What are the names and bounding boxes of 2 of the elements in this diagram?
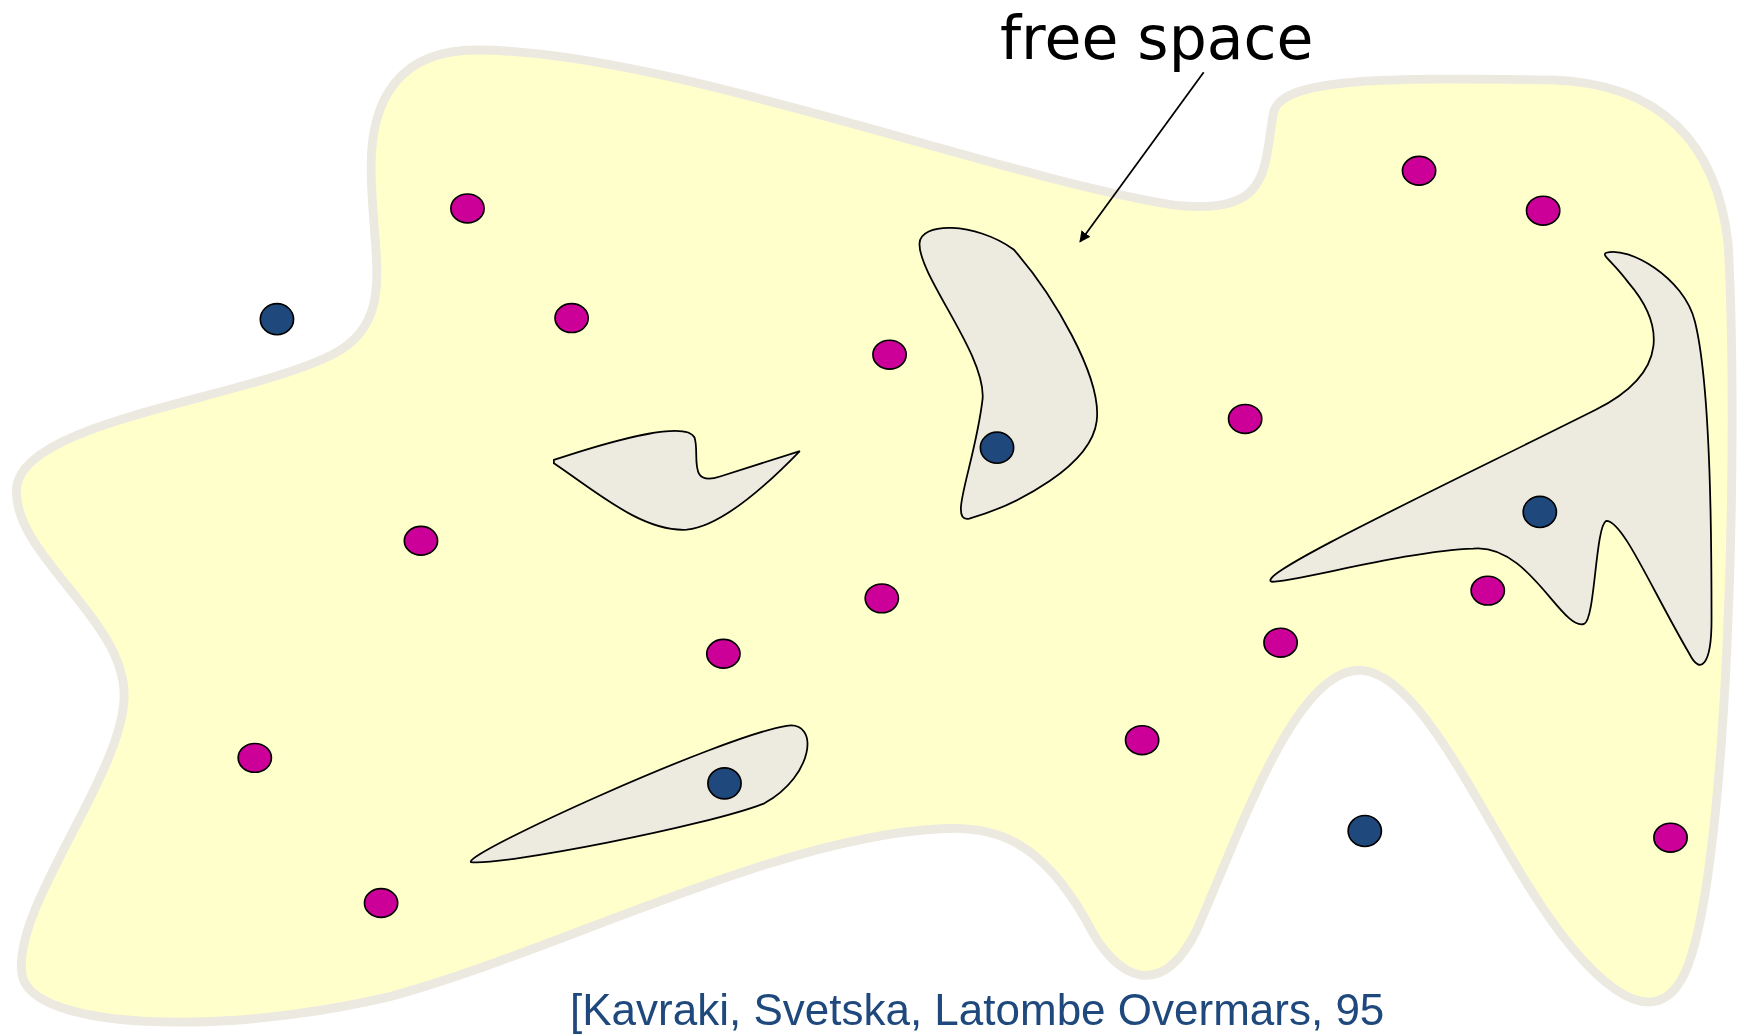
citation-text: [Kavraki, Svetska, Latombe Overmars, 95 [570, 988, 1385, 1032]
leader-arrow [1079, 71, 1205, 243]
